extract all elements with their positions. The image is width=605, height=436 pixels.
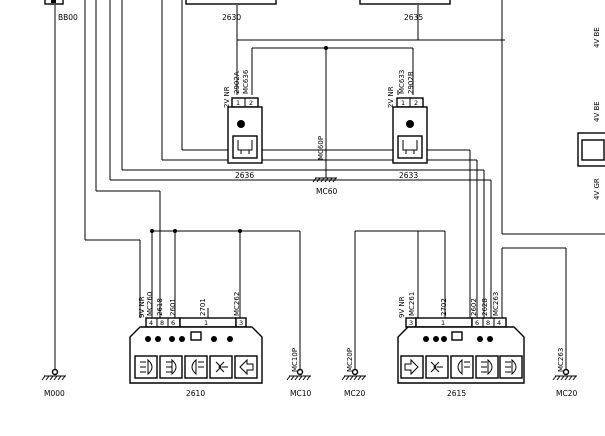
- lamp-2636-label: 2636: [235, 171, 254, 180]
- lamp-2633-wire-1: MC633: [398, 70, 406, 94]
- ground-mc60-wire: MC60P: [317, 136, 325, 160]
- connector-2630: 2630: [185, 0, 277, 22]
- lamp-icon: [397, 135, 423, 159]
- lamp-2636: 2V NR 2902A MC636 1 2 2636: [223, 69, 263, 180]
- ground-mc60: MC60P MC60: [312, 136, 337, 196]
- switch-2610: 9V NR MC260 2618 2601 2701 MC262 4 8 6 1…: [129, 292, 263, 398]
- lamp-2636-conn: 2V NR: [223, 86, 231, 108]
- lamp-2636-wire-2: MC636: [242, 69, 250, 94]
- switch-2615-wire-4: 2628: [481, 298, 489, 316]
- lamp-2633-label: 2633: [399, 171, 418, 180]
- switch-2615-pin-3: 3: [409, 319, 413, 327]
- switch-2610-pin-4: 4: [149, 319, 153, 327]
- lamp-icon: [232, 135, 258, 159]
- arrow-left-icon: [234, 355, 258, 379]
- switch-2610-pin-3: 3: [239, 319, 243, 327]
- switch-2610-wire-2: 2618: [156, 298, 164, 316]
- right-conn-bot: 4V GR: [593, 178, 601, 200]
- switch-2615-wire-5: MC263: [492, 292, 500, 316]
- ground-mc10-label: MC10: [290, 389, 311, 398]
- connector-2630-label: 2630: [222, 13, 241, 22]
- ground-mc20-left: MC20P MC20: [341, 348, 366, 398]
- lamp-2633-conn: 2V NR: [387, 86, 395, 108]
- switch-2610-wire-4: 2701: [199, 298, 207, 316]
- lamp-2636-wire-1: 2902A: [233, 71, 241, 94]
- ground-m000: M000: [41, 368, 66, 398]
- ground-mc20-left-label: MC20: [344, 389, 365, 398]
- bb00-label: BB00: [58, 13, 78, 22]
- ground-mc10-wire: MC10P: [291, 348, 299, 372]
- switch-2615-pin-8: 8: [486, 319, 490, 327]
- bulb-icon: [406, 120, 414, 128]
- switch-2610-label: 2610: [186, 389, 205, 398]
- right-edge-module: 4V BE 4V BE 4V GR: [501, 0, 605, 235]
- switch-2615-pin-1: 1: [441, 319, 445, 327]
- ground-mc263-wire: MC263: [557, 348, 565, 372]
- switch-2615-conn: 9V NR: [398, 296, 406, 318]
- switch-2615-pin-4: 4: [497, 319, 501, 327]
- switch-2610-pin-8: 8: [160, 319, 164, 327]
- lamp-2633-wire-2: 2902B: [407, 71, 415, 94]
- lamp-2633-pin-1: 1: [401, 99, 405, 107]
- right-conn-top: 4V BE: [593, 27, 601, 48]
- lamp-2633: 2V NR MC633 2902B 1 2 2633: [387, 70, 428, 180]
- switch-2610-wire-3: 2601: [169, 298, 177, 316]
- switch-2615-pin-6: 6: [475, 319, 479, 327]
- switch-2610-wire-5: MC262: [233, 292, 241, 316]
- right-conn-mid: 4V BE: [593, 101, 601, 122]
- bulb-icon: [237, 120, 245, 128]
- switch-2610-wire-1: MC260: [146, 292, 154, 316]
- switch-2615-wire-1: MC261: [408, 292, 416, 316]
- ground-mc10: MC10P MC10: [286, 348, 311, 398]
- arrow-right-icon: [400, 355, 424, 379]
- switch-2615: 9V NR MC261 2702 2602 2628 MC263 3 1 6 8…: [397, 292, 525, 398]
- connector-2635-label: 2635: [404, 13, 423, 22]
- switch-2610-pin-1: 1: [204, 319, 208, 327]
- switch-2615-wire-3: 2602: [470, 298, 478, 316]
- ground-mc20p-wire: MC20P: [346, 348, 354, 372]
- switch-2615-wire-2: 2702: [440, 298, 448, 316]
- lamp-2636-pin-2: 2: [249, 99, 253, 107]
- connector-2635: 2635: [359, 0, 451, 22]
- ground-mc20-right-label: MC20: [556, 389, 577, 398]
- lamp-2636-pin-1: 1: [236, 99, 240, 107]
- lamp-2633-pin-2: 2: [414, 99, 418, 107]
- switch-2615-label: 2615: [447, 389, 466, 398]
- switch-2610-conn: 9V NR: [138, 296, 146, 318]
- ground-mc60-label: MC60: [316, 187, 337, 196]
- ground-m000-label: M000: [44, 389, 65, 398]
- bb00-block: BB00: [44, 0, 78, 22]
- switch-2610-pin-6: 6: [171, 319, 175, 327]
- ground-mc20-right: MC263 MC20: [552, 348, 577, 398]
